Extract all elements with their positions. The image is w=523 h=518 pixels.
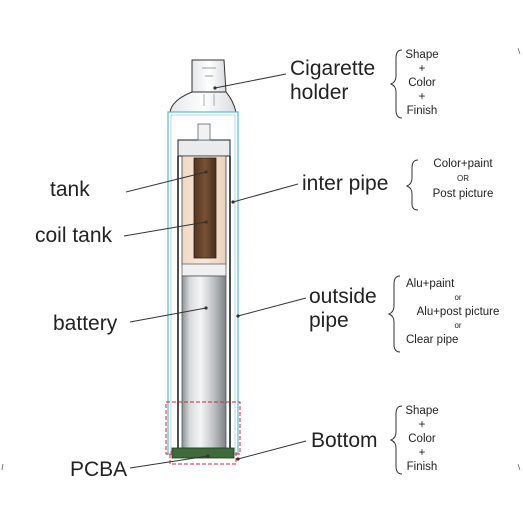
outside-pipe-label: outside pipe	[309, 285, 377, 332]
battery-shape	[181, 275, 227, 449]
leader-dots	[204, 86, 240, 461]
pcba-shape	[171, 447, 235, 459]
tank-label: tank	[50, 178, 90, 201]
inter-pipe-label: inter pipe	[302, 172, 389, 195]
pcba-label: PCBA	[70, 458, 128, 481]
coil-tank-label: coil tank	[35, 224, 113, 247]
cigarette-holder-label: Cigarette holder	[290, 57, 376, 104]
cigarette-holder-shape	[169, 59, 237, 113]
braces	[387, 49, 419, 475]
inter-pipe-shape	[177, 156, 231, 452]
bottom-label: Bottom	[311, 429, 378, 452]
airflow-tube	[197, 123, 211, 141]
leader-lines	[123, 73, 307, 469]
bottom-note: Shape + Color + Finish	[405, 405, 439, 473]
top-cap	[177, 139, 231, 157]
outside-pipe-note: Alu+paint or Alu+post picture or Clear p…	[406, 278, 500, 346]
seal-ring	[181, 263, 227, 277]
inter-pipe-note: Color+paint OR Post picture	[432, 158, 494, 200]
edge-marks	[1, 47, 521, 471]
coil-tank-shape	[193, 157, 217, 259]
holder-note: Shape + Color + Finish	[405, 49, 439, 117]
battery-label: battery	[53, 312, 118, 335]
